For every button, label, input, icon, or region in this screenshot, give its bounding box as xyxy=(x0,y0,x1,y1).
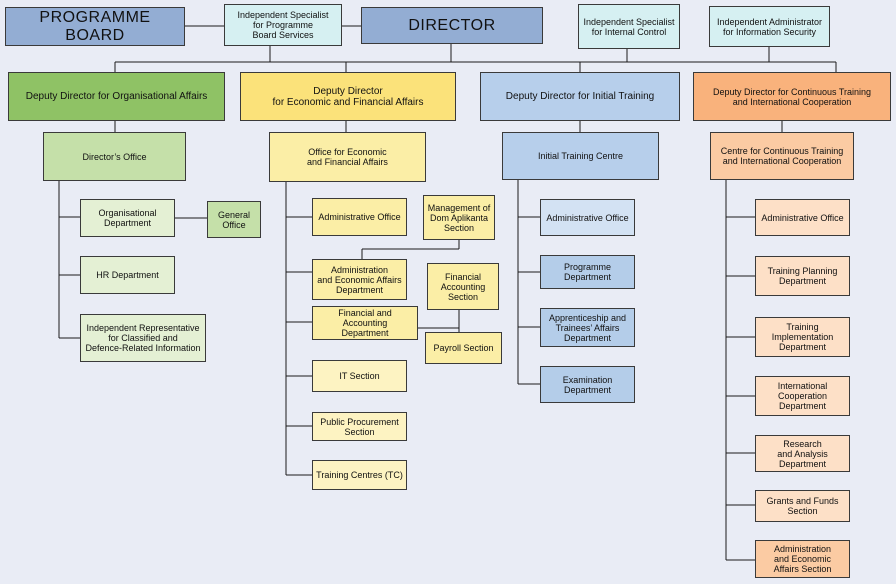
deputy-organisational-affairs-box: Deputy Director for Organisational Affai… xyxy=(8,72,225,121)
economic-administrative-office-box: Administrative Office xyxy=(312,198,407,236)
deputy-continuous-training-box: Deputy Director for Continuous Training … xyxy=(693,72,891,121)
continuous-administration-economic-section-box: Administration and Economic Affairs Sect… xyxy=(755,540,850,578)
training-planning-department-box: Training Planning Department xyxy=(755,256,850,296)
programme-department-box: Programme Department xyxy=(540,255,635,289)
deputy-initial-training-box: Deputy Director for Initial Training xyxy=(480,72,680,121)
payroll-section-box: Payroll Section xyxy=(425,332,502,364)
training-centres-box: Training Centres (TC) xyxy=(312,460,407,490)
office-economic-financial-box: Office for Economic and Financial Affair… xyxy=(269,132,426,182)
hr-department-box: HR Department xyxy=(80,256,175,294)
international-cooperation-department-box: International Cooperation Department xyxy=(755,376,850,416)
centre-continuous-training-box: Centre for Continuous Training and Inter… xyxy=(710,132,854,180)
general-office-box: General Office xyxy=(207,201,261,238)
programme-board-box: PROGRAMME BOARD xyxy=(5,7,185,46)
specialist-programme-board-box: Independent Specialist for Programme Boa… xyxy=(224,4,342,46)
directors-office-box: Director’s Office xyxy=(43,132,186,181)
grants-funds-section-box: Grants and Funds Section xyxy=(755,490,850,522)
research-analysis-department-box: Research and Analysis Department xyxy=(755,435,850,472)
organisational-department-box: Organisational Department xyxy=(80,199,175,237)
initial-training-centre-box: Initial Training Centre xyxy=(502,132,659,180)
administrator-information-security-box: Independent Administrator for Informatio… xyxy=(709,6,830,47)
dom-aplikanta-section-box: Management of Dom Aplikanta Section xyxy=(423,195,495,240)
initial-administrative-office-box: Administrative Office xyxy=(540,199,635,236)
training-implementation-department-box: Training Implementation Department xyxy=(755,317,850,357)
specialist-internal-control-box: Independent Specialist for Internal Cont… xyxy=(578,4,680,49)
deputy-economic-financial-box: Deputy Director for Economic and Financi… xyxy=(240,72,456,121)
independent-representative-box: Independent Representative for Classifie… xyxy=(80,314,206,362)
apprenticeship-trainees-department-box: Apprenticeship and Trainees’ Affairs Dep… xyxy=(540,308,635,347)
public-procurement-section-box: Public Procurement Section xyxy=(312,412,407,441)
examination-department-box: Examination Department xyxy=(540,366,635,403)
continuous-administrative-office-box: Administrative Office xyxy=(755,199,850,236)
director-box: DIRECTOR xyxy=(361,7,543,44)
it-section-box: IT Section xyxy=(312,360,407,392)
administration-economic-affairs-department-box: Administration and Economic Affairs Depa… xyxy=(312,259,407,300)
financial-accounting-department-box: Financial and Accounting Department xyxy=(312,306,418,340)
financial-accounting-section-box: Financial Accounting Section xyxy=(427,263,499,310)
